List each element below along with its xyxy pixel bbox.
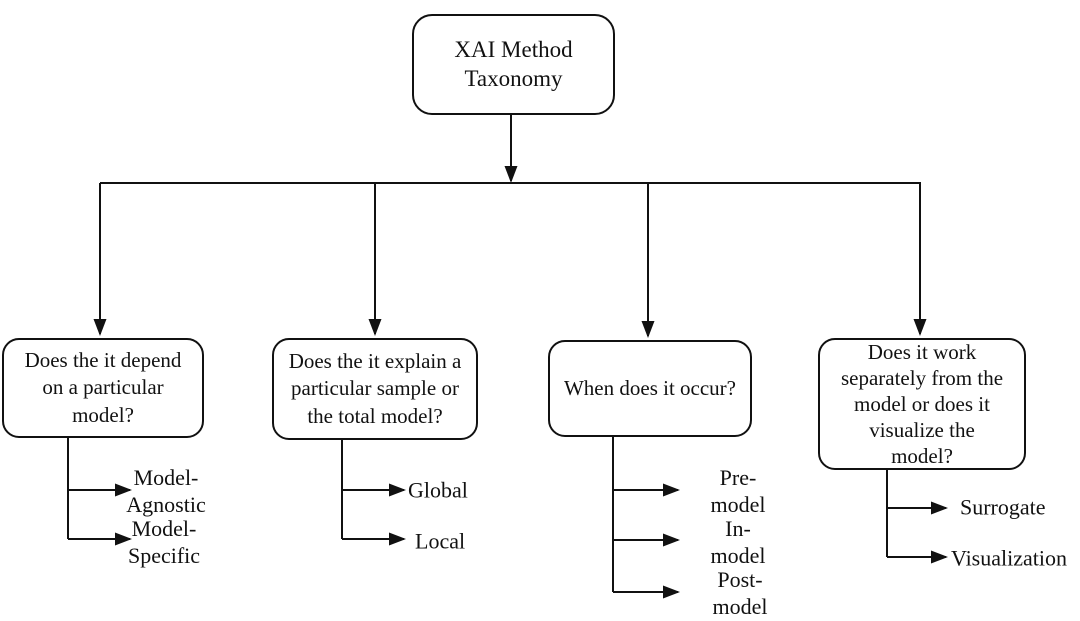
leaf-global: Global: [408, 477, 468, 503]
leaf-visualization: Visualization: [951, 545, 1067, 571]
root-node-xai-method-taxonomy: XAI Method Taxonomy: [412, 14, 615, 115]
leaf-in-model: In- model: [710, 516, 766, 568]
question-node-scope: Does the it explain a particular sample …: [272, 338, 478, 440]
leaf-pre-model: Pre- model: [710, 465, 766, 517]
question-node-when-occur: When does it occur?: [548, 340, 752, 437]
leaf-post-model: Post- model: [712, 567, 768, 619]
leaf-model-specific: Model- Specific: [127, 516, 201, 568]
question-node-model-dependence: Does the it depend on a particular model…: [2, 338, 204, 438]
leaf-surrogate: Surrogate: [960, 494, 1046, 520]
leaf-local: Local: [415, 528, 466, 554]
leaf-model-agnostic: Model- Agnostic: [126, 465, 206, 517]
question-node-separate-or-visualize: Does it work separately from the model o…: [818, 338, 1026, 470]
